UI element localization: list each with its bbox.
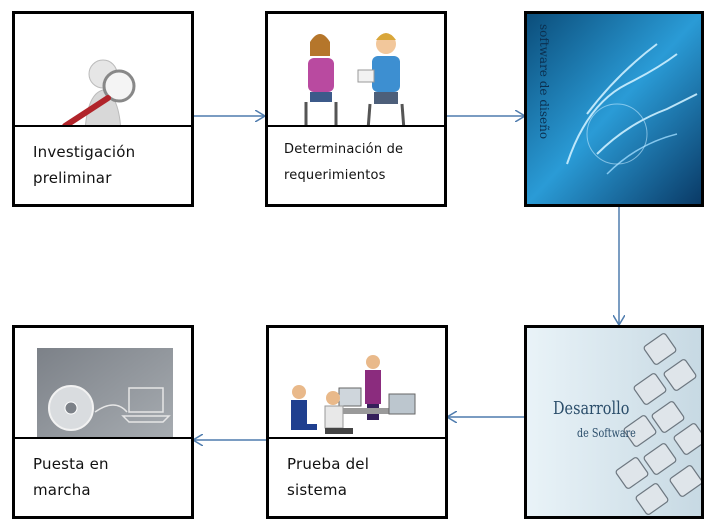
image-text: diseño: [537, 99, 551, 140]
interview-people-icon: [268, 14, 444, 132]
image-text: Desarrollo: [553, 398, 630, 419]
image-text: de: [537, 80, 551, 96]
node-prueba: Prueba del sistema: [266, 325, 448, 519]
node-label-line: requerimientos: [284, 168, 386, 183]
node-label-line: sistema: [287, 481, 348, 499]
image-text: software: [537, 24, 551, 77]
image-text: de Software: [577, 426, 636, 440]
node-investigacion: Investigación preliminar: [12, 11, 194, 207]
digital-hand-icon: [527, 14, 701, 204]
magnifier-person-icon: [15, 14, 191, 132]
node-diseno: software de diseño: [524, 11, 704, 207]
node-label-line: Determinación de: [284, 142, 404, 157]
office-workers-icon: [269, 328, 445, 446]
disc-laptop-icon: [37, 348, 173, 446]
node-puesta: Puesta en marcha: [12, 325, 194, 519]
node-label-line: Puesta en: [33, 455, 109, 473]
node-label-line: preliminar: [33, 169, 112, 187]
keyboard-icon: [527, 328, 701, 516]
node-label-line: Prueba del: [287, 455, 370, 473]
node-desarrollo: Desarrollo de Software: [524, 325, 704, 519]
node-requerimientos: Determinación de requerimientos: [265, 11, 447, 207]
node-label-line: marcha: [33, 481, 91, 499]
node-label-line: Investigación: [33, 143, 136, 161]
